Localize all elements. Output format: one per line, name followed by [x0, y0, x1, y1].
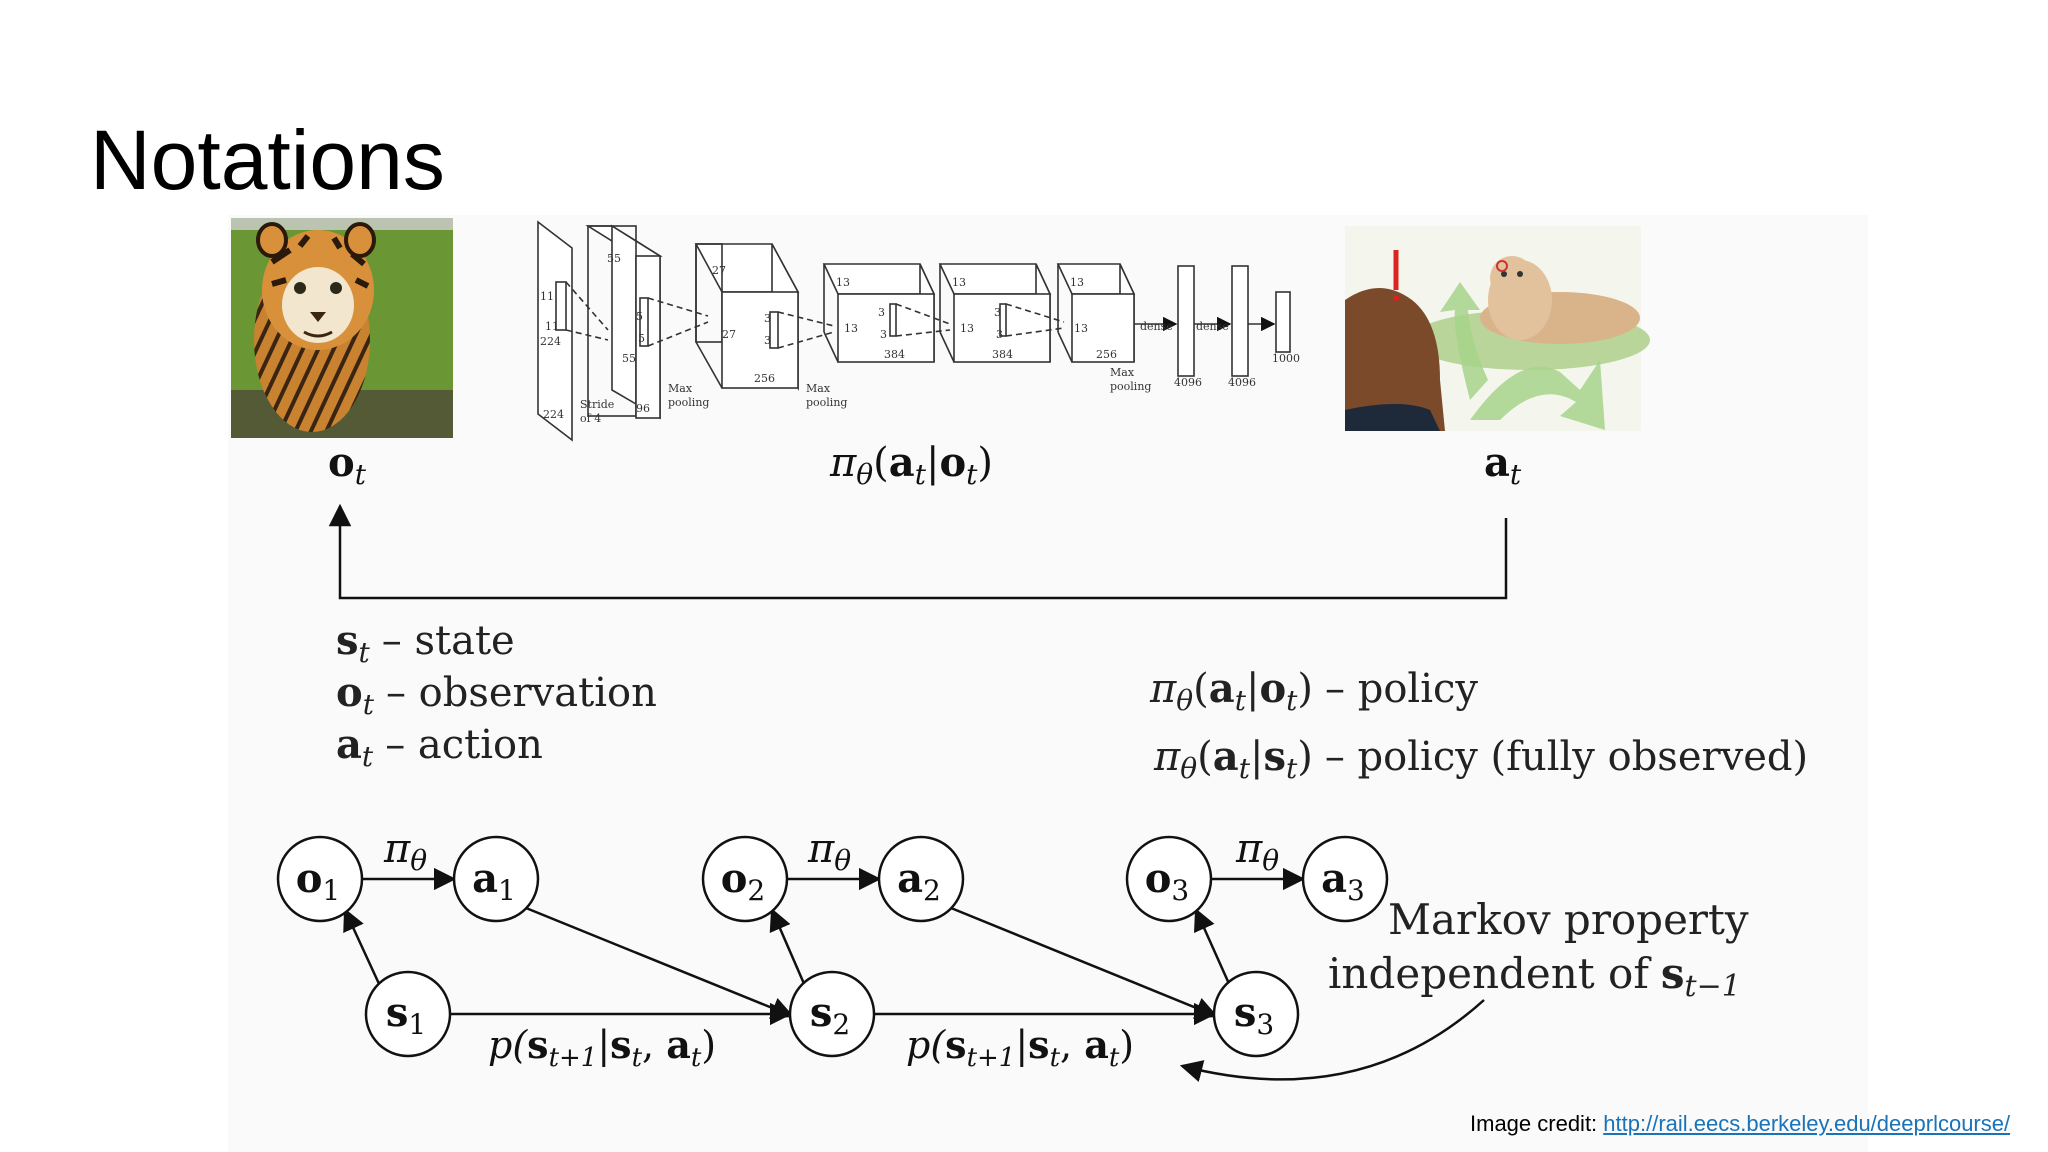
cnn-dim-c2a: 27 [712, 264, 726, 277]
node-s1: s1 [364, 970, 452, 1058]
definitions-right: πθ(at|ot)– policy πθ(at|st)– policy (ful… [1149, 665, 1808, 785]
svg-text:s1: s1 [386, 989, 426, 1041]
def-state: st– state [336, 617, 515, 669]
node-o3: o3 [1125, 835, 1213, 923]
pi-label-3: πθ [1235, 826, 1279, 877]
graphical-model [343, 867, 1485, 1082]
svg-text:a2: a2 [897, 855, 941, 907]
cnn-dim-c1a: 55 [607, 252, 621, 265]
node-a3: a3 [1301, 835, 1389, 923]
cnn-pool-3a: Max [1110, 366, 1135, 379]
definitions-left: st– state ot– observation at– action [336, 617, 657, 773]
transition-label-1: p(st+1|st, at) [488, 1022, 716, 1073]
graph-nodes: o1 a1 s1 o2 a2 s2 o3 a3 s3 [276, 835, 1389, 1058]
cnn-pool-1a: Max [668, 382, 693, 395]
cnn-dim-k4b: 3 [880, 328, 887, 341]
svg-text:o3: o3 [1145, 855, 1190, 907]
cnn-dim-c2d: 256 [754, 372, 775, 385]
cnn-dim-c1d: 96 [636, 402, 650, 415]
cnn-dim-c2b: 27 [722, 328, 736, 341]
feedback-arrow [328, 503, 1508, 600]
node-s3: s3 [1212, 970, 1300, 1058]
cnn-dim-c3b: 13 [844, 322, 858, 335]
credit-link[interactable]: http://rail.eecs.berkeley.edu/deeprlcour… [1603, 1111, 2011, 1136]
def-action: at– action [336, 721, 543, 773]
cnn-dense-2: dense [1196, 320, 1229, 333]
credit-prefix: Image credit: [1470, 1111, 1604, 1136]
svg-text:a1: a1 [472, 855, 516, 907]
pi-label-1: πθ [383, 826, 427, 877]
cnn-dim-k5b: 3 [996, 328, 1003, 341]
slide-title: Notations [90, 113, 445, 207]
node-s2: s2 [788, 970, 876, 1058]
cnn-pool-3b: pooling [1110, 380, 1151, 393]
action-image [1345, 226, 1650, 431]
cnn-pool-1b: pooling [668, 396, 709, 409]
svg-text:a3: a3 [1321, 855, 1365, 907]
node-a1: a1 [452, 835, 540, 923]
svg-text:πθ(at|ot): πθ(at|ot) [829, 439, 993, 491]
cnn-dim-k4a: 3 [878, 306, 885, 319]
act-label: at [1484, 439, 1522, 491]
cnn-dim-c3a: 13 [836, 276, 850, 289]
def-policy: πθ(at|ot)– policy [1149, 665, 1478, 717]
cnn-dim-c5b: 13 [1074, 322, 1088, 335]
cnn-stride-label-1: Stride [580, 398, 614, 411]
svg-text:o1: o1 [296, 855, 341, 907]
cnn-dim-c4d: 384 [992, 348, 1013, 361]
node-a2: a2 [877, 835, 965, 923]
transition-labels: p(st+1|st, at) p(st+1|st, at) [488, 1022, 1134, 1073]
svg-text:s2: s2 [810, 989, 850, 1041]
def-policy-full: πθ(at|st)– policy (fully observed) [1153, 733, 1808, 785]
cnn-dim-k3b: 3 [764, 334, 771, 347]
cnn-pool-2b: pooling [806, 396, 847, 409]
svg-text:s3: s3 [1234, 989, 1274, 1041]
cnn-dim-in-h: 224 [543, 408, 564, 421]
markov-line-1: Markov property [1388, 895, 1749, 944]
cnn-dim-c4b: 13 [960, 322, 974, 335]
tiger-image [231, 218, 453, 438]
cnn-dim-k1a: 11 [540, 290, 554, 303]
svg-text:ot: ot [328, 439, 367, 491]
cnn-dim-k1b: 11 [545, 320, 559, 333]
transition-label-2: p(st+1|st, at) [906, 1022, 1134, 1073]
obs-label: ot [328, 439, 367, 491]
cnn-dim-k2a: 5 [636, 310, 643, 323]
cnn-dim-c5d: 256 [1096, 348, 1117, 361]
cnn-dim-d2: 4096 [1228, 376, 1256, 389]
cnn-dim-c4a: 13 [952, 276, 966, 289]
image-credit: Image credit: http://rail.eecs.berkeley.… [1470, 1111, 2010, 1137]
cnn-dim-k3a: 3 [764, 312, 771, 325]
cnn-dim-k5a: 3 [994, 306, 1001, 319]
cnn-dense-1: dense [1140, 320, 1173, 333]
cnn-dim-in-w: 224 [540, 335, 561, 348]
node-o2: o2 [701, 835, 789, 923]
cnn-dim-c1b: 55 [622, 352, 636, 365]
cnn-dim-c3d: 384 [884, 348, 905, 361]
policy-label-top: πθ(at|ot) [829, 439, 993, 491]
cnn-architecture: 11 11 224 224 Stride of 4 55 55 5 5 96 M… [537, 220, 1300, 442]
node-o1: o1 [276, 835, 364, 923]
policy-edge-labels: πθ πθ πθ [383, 826, 1279, 877]
def-observation: ot– observation [336, 669, 657, 721]
pi-label-2: πθ [807, 826, 851, 877]
svg-text:o2: o2 [721, 855, 766, 907]
cnn-stride-label-2: of 4 [580, 412, 601, 425]
svg-text:at: at [1484, 439, 1522, 491]
cnn-pool-2a: Max [806, 382, 831, 395]
cnn-dim-k2b: 5 [638, 332, 645, 345]
cnn-dim-d3: 1000 [1272, 352, 1300, 365]
cnn-dim-d1: 4096 [1174, 376, 1202, 389]
cnn-dim-c5a: 13 [1070, 276, 1084, 289]
